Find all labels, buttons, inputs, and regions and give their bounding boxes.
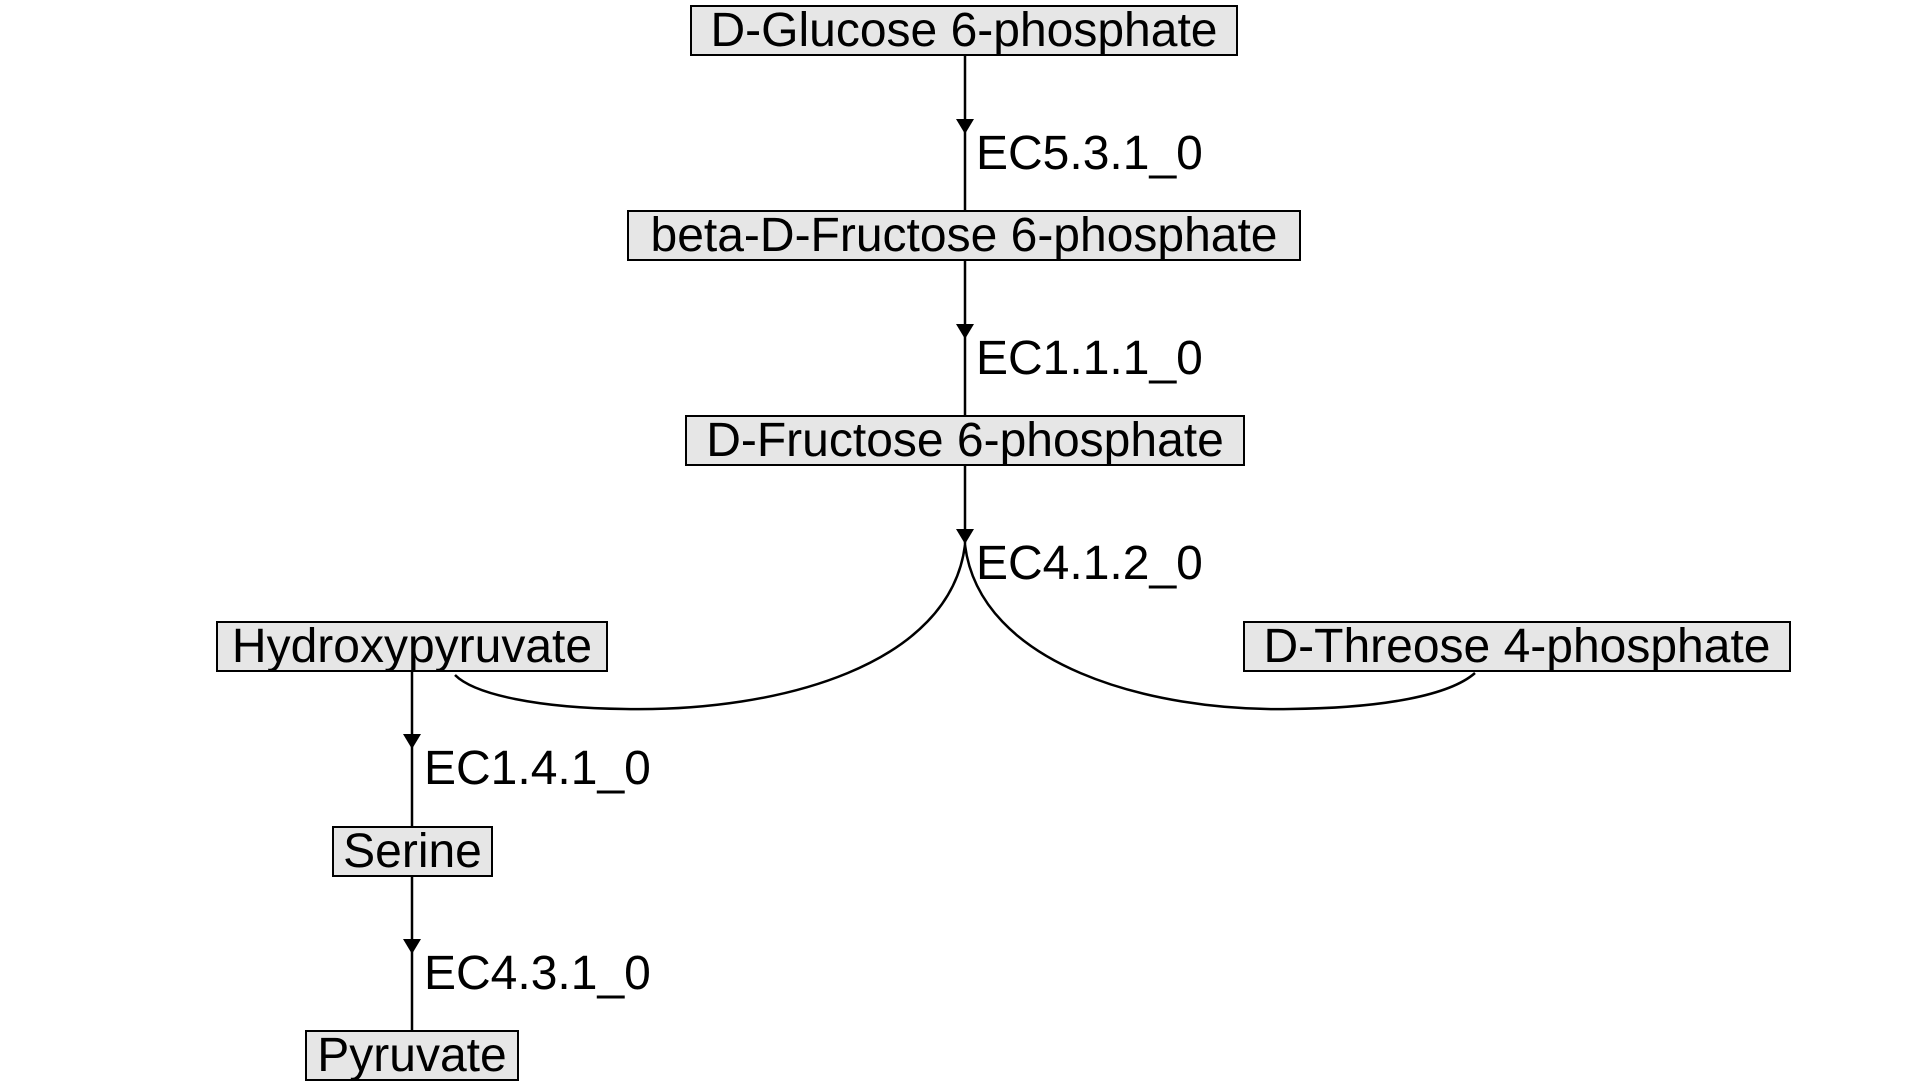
node-d-fructose-6-phosphate: D-Fructose 6-phosphate xyxy=(685,415,1245,466)
node-hydroxypyruvate: Hydroxypyruvate xyxy=(216,621,608,672)
edge-ec4-1-2-to-hydroxypyruvate xyxy=(454,544,967,711)
node-d-threose-4-phosphate: D-Threose 4-phosphate xyxy=(1243,621,1791,672)
arrowhead-ec5-3-1 xyxy=(956,119,974,134)
arrowhead-ec4-1-2 xyxy=(956,529,974,544)
arrowhead-ec1-1-1 xyxy=(956,324,974,339)
arrowhead-ec4-3-1 xyxy=(403,939,421,954)
enzyme-label-ec5-3-1: EC5.3.1_0 xyxy=(976,127,1203,180)
enzyme-label-ec4-1-2: EC4.1.2_0 xyxy=(976,537,1203,590)
node-d-glucose-6-phosphate: D-Glucose 6-phosphate xyxy=(690,5,1238,56)
enzyme-label-ec4-3-1: EC4.3.1_0 xyxy=(424,947,651,1000)
node-serine: Serine xyxy=(332,826,493,877)
node-beta-d-fructose-6-phosphate: beta-D-Fructose 6-phosphate xyxy=(627,210,1301,261)
arrowhead-ec1-4-1 xyxy=(403,734,421,749)
enzyme-label-ec1-1-1: EC1.1.1_0 xyxy=(976,332,1203,385)
enzyme-label-ec1-4-1: EC1.4.1_0 xyxy=(424,742,651,795)
edge-ec4-1-2-to-threose4p xyxy=(963,544,1476,711)
node-pyruvate: Pyruvate xyxy=(305,1030,519,1081)
